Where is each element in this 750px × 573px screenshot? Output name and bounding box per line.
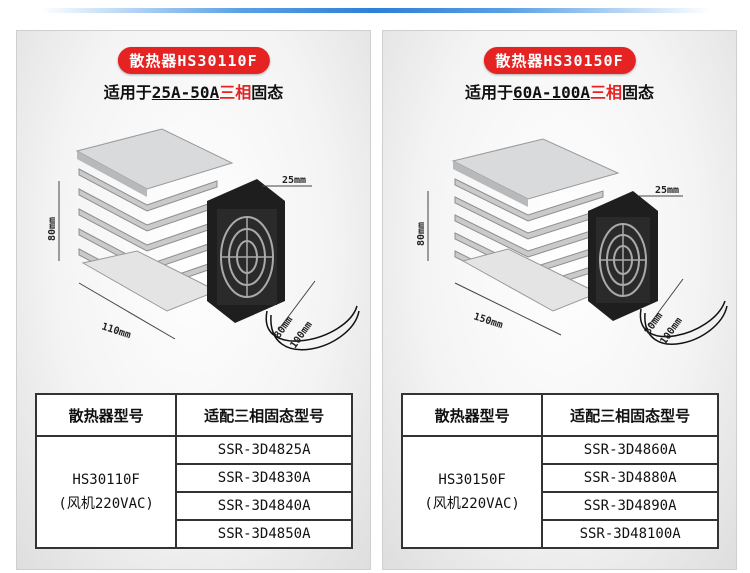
- table-header-compatible: 适配三相固态型号: [541, 393, 719, 437]
- heatsink-fan-photo: 80mm 110mm 25mm 80mm 100mm: [47, 128, 360, 351]
- spec-table: 散热器型号适配三相固态型号 HS30150F(风机220VAC)SSR-3D48…: [400, 393, 719, 549]
- product-title-badge: 散热器HS30150F: [483, 47, 636, 74]
- dimension-fan-depth: 25mm: [282, 175, 306, 186]
- product-subtitle: 适用于25A-50A三相固态: [103, 83, 284, 102]
- table-header-compatible: 适配三相固态型号: [175, 393, 353, 437]
- compatible-cell: SSR-3D4860A: [541, 435, 719, 465]
- compatible-cell: SSR-3D4850A: [175, 519, 353, 549]
- compatible-cell: SSR-3D4830A: [175, 463, 353, 493]
- dimension-height: 80mm: [416, 222, 427, 246]
- dimension-fan-depth: 25mm: [655, 185, 679, 196]
- compatible-cell: SSR-3D4840A: [175, 491, 353, 521]
- model-cell: HS30110F(风机220VAC): [34, 435, 178, 549]
- product-title-badge: 散热器HS30110F: [117, 47, 270, 74]
- heatsink-fan-photo: 80mm 150mm 25mm 80mm 100mm: [416, 138, 728, 347]
- compatible-cell: SSR-3D4890A: [541, 491, 719, 521]
- model-cell: HS30150F(风机220VAC): [400, 435, 544, 549]
- top-accent-bar: [40, 8, 710, 13]
- compatible-cell: SSR-3D4825A: [175, 435, 353, 465]
- dimension-height: 80mm: [47, 217, 58, 241]
- compatible-cell: SSR-3D4880A: [541, 463, 719, 493]
- dimension-width: 110mm: [100, 321, 132, 341]
- product-subtitle: 适用于60A-100A三相固态: [464, 83, 655, 102]
- product-panel-hs30110f: 散热器HS30110F 适用于25A-50A三相固态 80mm 110mm 25…: [16, 30, 371, 570]
- dimension-width: 150mm: [472, 311, 504, 331]
- table-header-model: 散热器型号: [34, 393, 178, 437]
- table-header-model: 散热器型号: [400, 393, 544, 437]
- compatible-cell: SSR-3D48100A: [541, 519, 719, 549]
- dimension-fan-80: 80mm: [272, 315, 295, 341]
- spec-table: 散热器型号适配三相固态型号 HS30110F(风机220VAC)SSR-3D48…: [34, 393, 353, 549]
- product-panel-hs30150f: 散热器HS30150F 适用于60A-100A三相固态 80mm 150mm 2…: [382, 30, 737, 570]
